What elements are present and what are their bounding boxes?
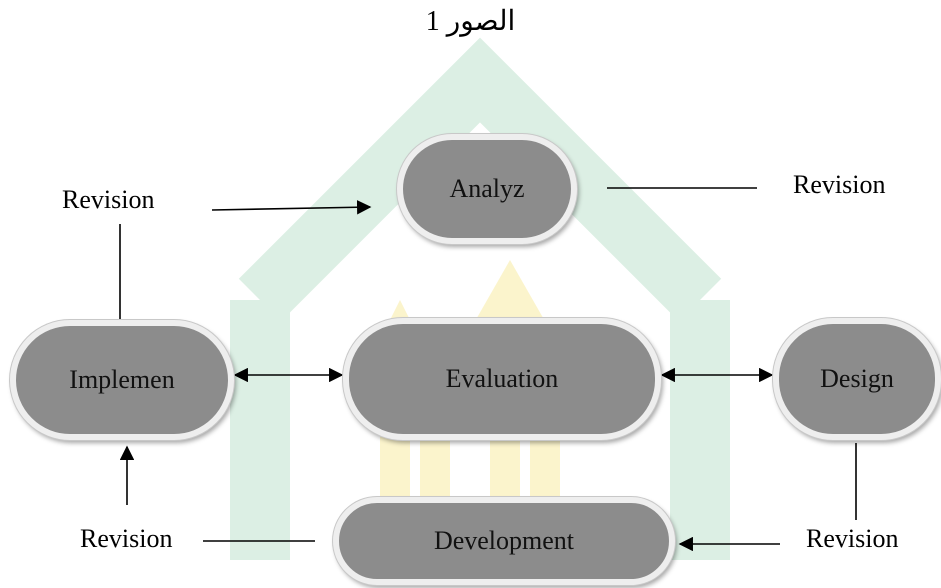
development-label: Development bbox=[433, 526, 575, 555]
arrow-revision-to-analyz bbox=[211, 200, 372, 215]
revision-label-top-right: Revision bbox=[793, 170, 886, 199]
analyz-node: Analyz bbox=[397, 134, 577, 244]
evaluation-label: Evaluation bbox=[445, 364, 559, 393]
revision-label-bottom-right: Revision bbox=[806, 524, 899, 553]
analyz-label: Analyz bbox=[449, 174, 525, 203]
development-node: Development bbox=[333, 497, 675, 585]
evaluation-node: Evaluation bbox=[343, 318, 661, 440]
page-title: الصور 1 bbox=[425, 6, 516, 37]
implemen-node: Implemen bbox=[10, 320, 234, 440]
implemen-label: Implemen bbox=[69, 365, 175, 394]
revision-label-bottom-left: Revision bbox=[80, 524, 173, 553]
design-node: Design bbox=[773, 318, 941, 440]
design-label: Design bbox=[820, 364, 894, 393]
revision-label-top-left: Revision bbox=[62, 185, 155, 214]
